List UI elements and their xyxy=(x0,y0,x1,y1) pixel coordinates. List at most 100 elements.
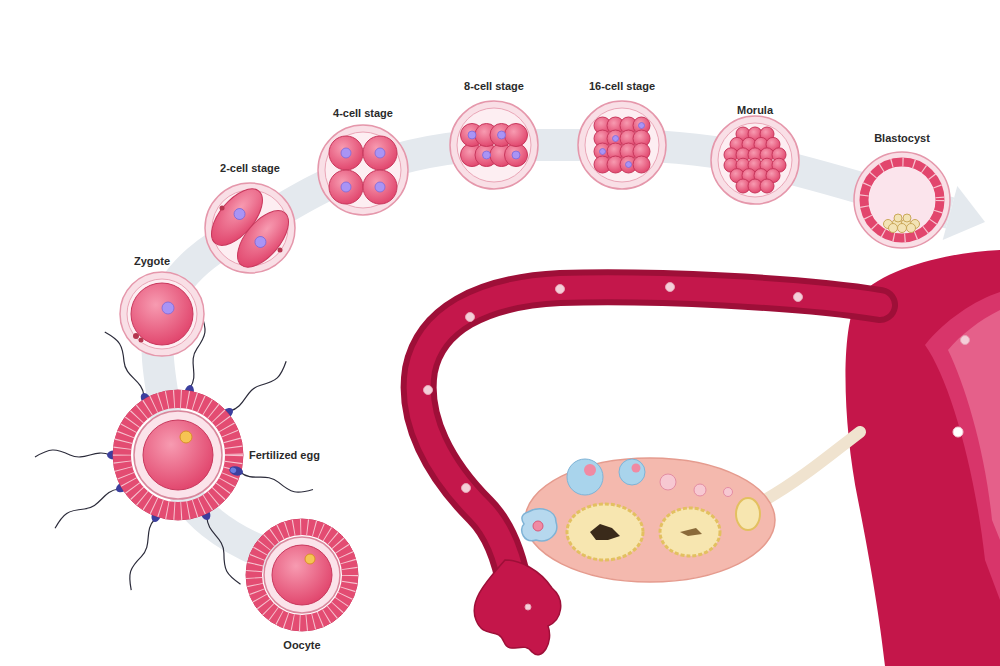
two-cell-embryo xyxy=(228,202,298,276)
blastocyst-embryo xyxy=(869,167,935,233)
blastocyst-embryo xyxy=(854,152,950,248)
ovary xyxy=(632,464,641,473)
zygote-cell xyxy=(139,338,144,343)
ovary xyxy=(567,459,603,495)
ovary xyxy=(590,524,620,540)
two-cell-embryo xyxy=(202,180,298,276)
sixteen-cell-embryo xyxy=(578,101,666,189)
sperm-cells xyxy=(219,359,291,422)
sperm-cells xyxy=(52,479,131,530)
blastocyst-embryo xyxy=(864,162,940,238)
sperm-cells xyxy=(125,507,163,591)
four-cell-embryo xyxy=(363,136,397,170)
ovarian-ligament xyxy=(765,432,860,500)
stage-label: Fertilized egg xyxy=(248,449,321,462)
zygote-cell xyxy=(162,302,174,314)
sixteen-cell-embryo xyxy=(639,123,645,129)
zygote-cell xyxy=(131,283,193,345)
fertilized-egg-cell xyxy=(143,420,213,490)
zygote-cell xyxy=(120,272,204,356)
penetrating-sperm xyxy=(228,465,314,496)
fallopian-tube xyxy=(419,287,880,590)
fallopian-tube xyxy=(525,604,531,610)
ovary xyxy=(660,508,720,556)
two-cell-embryo xyxy=(232,206,247,221)
fallopian-tube xyxy=(794,293,803,302)
stage-label: Morula xyxy=(736,104,774,117)
uterus xyxy=(953,427,963,437)
ovary xyxy=(567,504,643,560)
stage-label: 8-cell stage xyxy=(463,80,525,93)
fallopian-tube xyxy=(424,386,433,395)
blastocyst-embryo xyxy=(854,152,950,248)
morula-embryo xyxy=(711,116,799,204)
eight-cell-embryo xyxy=(450,101,538,189)
sixteen-cell-embryo xyxy=(626,162,632,168)
oocyte-cell xyxy=(246,519,358,631)
uterus xyxy=(925,292,1000,600)
ovary xyxy=(533,521,543,531)
sperm-cells xyxy=(35,450,121,460)
oocyte-cell xyxy=(254,527,350,623)
sixteen-cell-embryo xyxy=(613,136,619,142)
two-cell-embryo xyxy=(253,234,268,249)
blastocyst-embryo xyxy=(889,224,898,233)
zygote-cell xyxy=(120,272,204,356)
fallopian-tube xyxy=(961,336,970,345)
oocyte-cell xyxy=(246,519,358,631)
fertilized-egg-cell xyxy=(134,411,222,499)
fertilized-egg-cell xyxy=(122,399,234,511)
ovary xyxy=(525,458,775,582)
fallopian-tube xyxy=(666,283,675,292)
oocyte-cell xyxy=(305,554,315,564)
ovary xyxy=(522,509,557,541)
sixteen-cell-embryo xyxy=(600,149,606,155)
four-cell-embryo xyxy=(329,170,363,204)
fallopian-tube xyxy=(466,313,475,322)
fertilized-egg-cell xyxy=(122,399,234,511)
sperm-cells xyxy=(198,505,243,587)
stage-label: Blastocyst xyxy=(873,132,931,145)
blastocyst-embryo xyxy=(898,224,907,233)
fertilized-egg-cell xyxy=(113,390,243,520)
sixteen-cell-embryo xyxy=(578,101,666,189)
eight-cell-embryo xyxy=(450,101,538,189)
morula-embryo xyxy=(718,123,792,197)
two-cell-embryo xyxy=(202,180,298,276)
four-cell-embryo xyxy=(325,132,401,208)
fallopian-tube xyxy=(462,484,471,493)
ovary xyxy=(660,474,676,490)
blastocyst-embryo xyxy=(907,224,916,233)
four-cell-embryo xyxy=(375,148,385,158)
stage-label: Zygote xyxy=(133,255,171,268)
four-cell-embryo xyxy=(318,125,408,215)
eight-cell-embryo xyxy=(505,124,528,147)
two-cell-embryo xyxy=(220,206,225,211)
fallopian-tube xyxy=(419,287,880,590)
sixteen-cell-embryo xyxy=(633,156,650,173)
two-cell-embryo xyxy=(278,248,283,253)
oocyte-cell xyxy=(272,545,332,605)
four-cell-embryo xyxy=(363,170,397,204)
ovary xyxy=(680,528,702,536)
fertilized-egg-cell xyxy=(113,390,243,520)
fallopian-tube xyxy=(474,560,561,655)
zygote-cell xyxy=(133,333,139,339)
four-cell-embryo xyxy=(318,125,408,215)
four-cell-embryo xyxy=(375,182,385,192)
blastocyst-embryo xyxy=(903,214,911,222)
sixteen-cell-embryo xyxy=(585,108,659,182)
morula-embryo xyxy=(760,179,774,193)
stage-label: 16-cell stage xyxy=(588,80,656,93)
ovary xyxy=(584,464,596,476)
ovary xyxy=(619,459,645,485)
fallopian-tube xyxy=(419,283,970,655)
four-cell-embryo xyxy=(341,182,351,192)
eight-cell-embryo xyxy=(468,131,476,139)
stage-label: 2-cell stage xyxy=(219,162,281,175)
ovary xyxy=(736,498,760,530)
blastocyst-embryo xyxy=(864,162,940,238)
uterus xyxy=(948,310,1000,540)
ovary xyxy=(724,488,733,497)
